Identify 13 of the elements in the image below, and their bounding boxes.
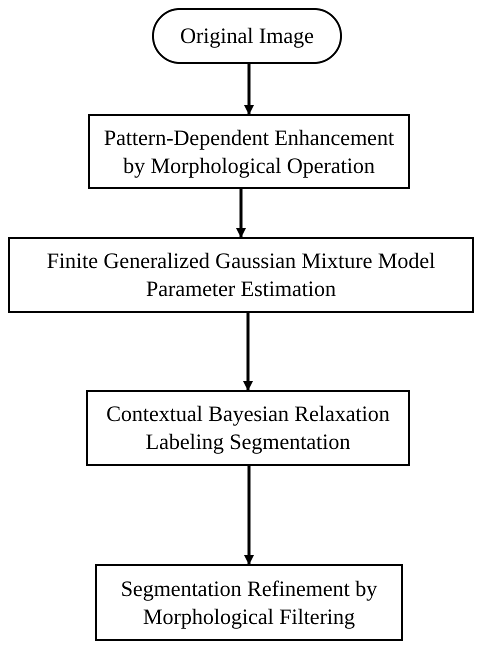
process-box — [88, 114, 410, 189]
box-label: Pattern-Dependent Enhancement by Morphological Operation — [102, 124, 396, 180]
box-label: Segmentation Refinement by Morphological Filtering — [120, 574, 378, 630]
arrow — [244, 466, 254, 565]
box-label: Finite Generalized Gaussian Mixture Model Parameter Estimation — [46, 247, 436, 303]
arrow — [244, 64, 254, 115]
arrow — [236, 189, 246, 238]
arrow — [243, 313, 253, 391]
process-box — [8, 237, 474, 313]
box-label: Original Image — [180, 22, 314, 50]
process-box — [95, 564, 403, 641]
process-box — [86, 390, 410, 466]
box-label: Contextual Bayesian Relaxation Labeling Segmentation — [105, 400, 391, 456]
